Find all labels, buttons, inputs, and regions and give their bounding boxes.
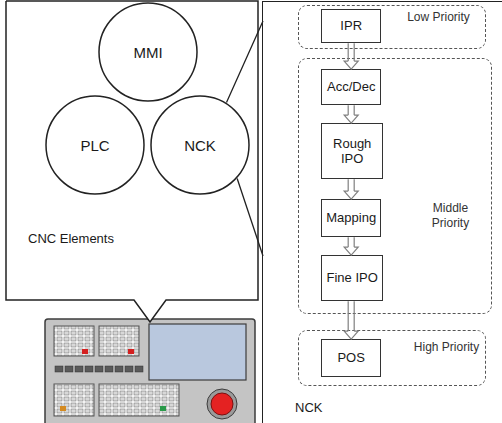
- keypad: [99, 384, 179, 416]
- key: [105, 366, 113, 372]
- node-label: MMI: [133, 44, 162, 61]
- priority-group: Low PriorityIPR: [298, 5, 486, 49]
- key: [135, 366, 143, 372]
- node-label: Acc/Dec: [327, 79, 375, 95]
- node-label: Rough IPO: [325, 136, 379, 167]
- key-row: [55, 366, 143, 372]
- arrow-shaft: [348, 179, 354, 191]
- elements-panel: CNC Elements MMI PLC NCK: [6, 1, 258, 323]
- key-red: [128, 349, 134, 354]
- node-label: IPR: [340, 18, 362, 34]
- arrow-shaft: [348, 105, 354, 115]
- arrow-head: [344, 247, 358, 255]
- process-box: Acc/Dec: [321, 69, 381, 105]
- key: [95, 366, 103, 372]
- key-orange: [60, 406, 66, 411]
- flow-arrow: [344, 179, 358, 199]
- key: [115, 366, 123, 372]
- nck-panel: NCK Low PriorityIPR Middle Priority Acc/Dec…: [262, 1, 502, 423]
- circle-shape: [151, 96, 249, 194]
- key-green: [160, 406, 166, 411]
- process-box: Mapping: [321, 199, 381, 237]
- element-circle: PLC: [45, 95, 145, 195]
- arrow-head: [344, 191, 358, 199]
- priority-label: High Priority: [411, 340, 483, 355]
- priority-label: Low Priority: [403, 10, 475, 25]
- process-box: POS: [321, 339, 381, 377]
- circle-shape: [46, 96, 144, 194]
- keypad: [99, 326, 139, 356]
- flow-arrow: [344, 43, 358, 69]
- priority-group: High PriorityPOS: [298, 330, 486, 386]
- emergency-stop: [211, 393, 233, 415]
- node-label: Fine IPO: [327, 270, 378, 286]
- arrow-shaft: [348, 301, 354, 331]
- priority-group: Middle Priority Acc/DecRough IPO MappingFi…: [298, 58, 492, 314]
- keypad: [54, 326, 94, 356]
- node-label: POS: [337, 350, 364, 366]
- flow-arrow: [344, 301, 358, 339]
- node-label: Mapping: [326, 210, 376, 226]
- element-circle: MMI: [98, 2, 198, 102]
- node-label: NCK: [184, 137, 216, 154]
- key: [125, 366, 133, 372]
- flow-arrow: [344, 237, 358, 255]
- flow-arrow: [344, 105, 358, 123]
- priority-label: Middle Priority: [415, 201, 487, 231]
- node-label: PLC: [80, 137, 109, 154]
- key-red: [82, 349, 88, 354]
- key: [65, 366, 73, 372]
- arrow-head: [344, 115, 358, 123]
- process-box: Rough IPO: [321, 123, 383, 179]
- callout-shape: [6, 1, 258, 322]
- panel-title: CNC Elements: [26, 231, 116, 246]
- button-ring: [207, 389, 237, 419]
- process-box: IPR: [321, 9, 381, 43]
- screen: [149, 324, 246, 380]
- arrow-head: [344, 61, 358, 69]
- key: [85, 366, 93, 372]
- element-circle: NCK: [150, 95, 250, 195]
- process-box: Fine IPO: [321, 255, 383, 301]
- key: [75, 366, 83, 372]
- circle-shape: [99, 3, 197, 101]
- arrow-shaft: [348, 237, 354, 247]
- keypad: [54, 384, 94, 416]
- key: [55, 366, 63, 372]
- controller-housing: [45, 319, 255, 423]
- arrow-head: [344, 331, 358, 339]
- panel-title: NCK: [293, 400, 324, 415]
